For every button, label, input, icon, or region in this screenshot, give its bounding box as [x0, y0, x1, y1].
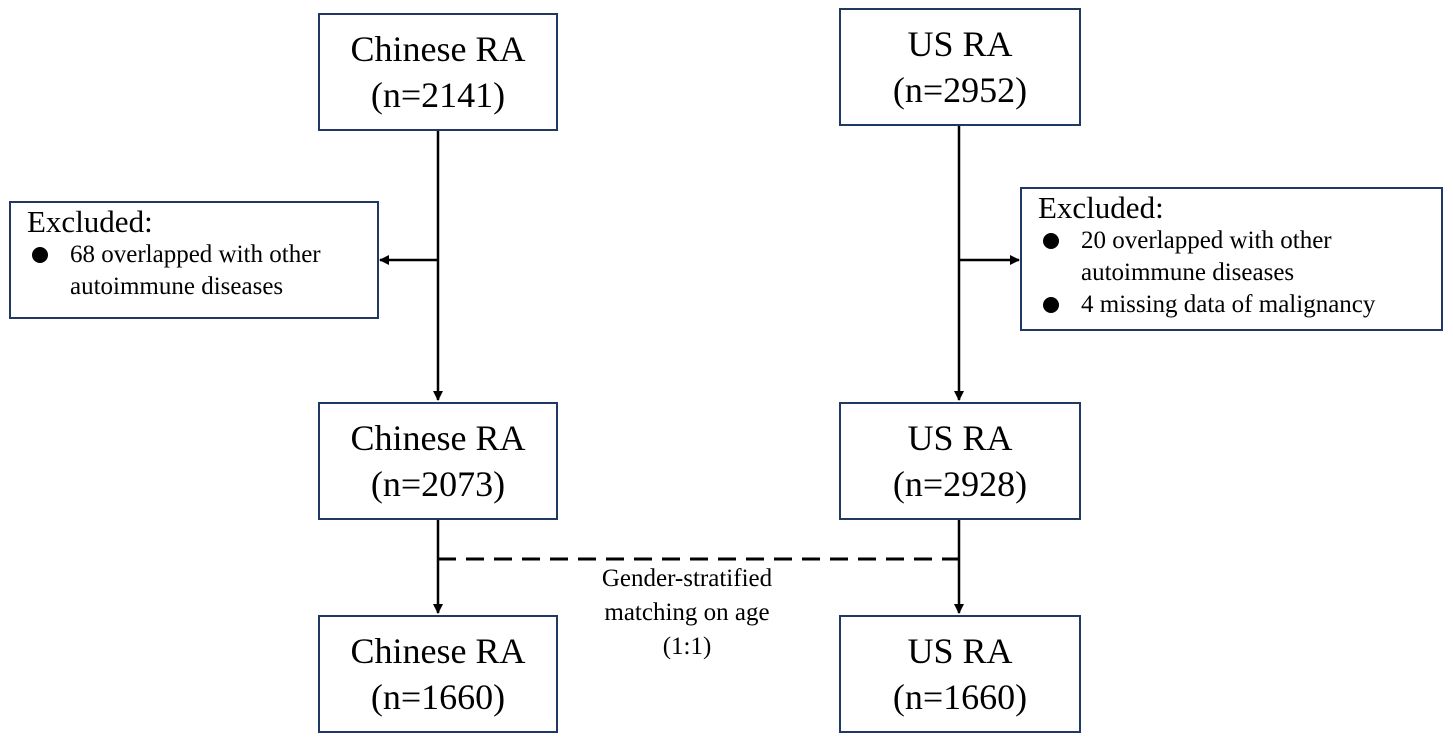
us-after-exclusion-count: (n=2928): [892, 464, 1028, 504]
chinese-matched-label: Chinese RA: [350, 631, 526, 671]
chinese-exclusion-list: 68 overlapped with other autoimmune dise…: [27, 239, 367, 303]
chinese-after-exclusion-count: (n=2073): [370, 464, 506, 504]
chinese-matched-count: (n=1660): [370, 677, 506, 717]
us-matched-count: (n=1660): [892, 677, 1028, 717]
us-exclusion-title: Excluded:: [1038, 190, 1164, 225]
matching-label-line: Gender-stratified: [601, 565, 773, 592]
us-exclusion-list: 20 overlapped with other autoimmune dise…: [1038, 225, 1431, 321]
us-matched-label: US RA: [907, 631, 1013, 671]
exclusion-reason: 4 missing data of malignancy: [1081, 291, 1376, 318]
us-initial-label: US RA: [907, 24, 1013, 64]
chinese-exclusion-title: Excluded:: [27, 204, 153, 239]
chinese-after-exclusion-box: Chinese RA (n=2073): [318, 402, 558, 520]
us-matched-box: US RA (n=1660): [839, 615, 1081, 733]
bullet-icon: [1043, 297, 1059, 313]
chinese-exclusion-box: Excluded: 68 overlapped with other autoi…: [9, 201, 379, 319]
chinese-matched-box: Chinese RA (n=1660): [318, 615, 558, 733]
us-initial-count: (n=2952): [892, 70, 1028, 110]
exclusion-reason: 20 overlapped with other autoimmune dise…: [1081, 227, 1332, 286]
chinese-initial-count: (n=2141): [370, 75, 506, 115]
chinese-initial-box: Chinese RA (n=2141): [318, 13, 558, 131]
list-item: 20 overlapped with other autoimmune dise…: [1038, 225, 1431, 289]
list-item: 68 overlapped with other autoimmune dise…: [27, 239, 367, 303]
matching-label: Gender-stratified matching on age (1:1): [560, 562, 814, 664]
list-item: 4 missing data of malignancy: [1038, 289, 1431, 321]
us-exclusion-box: Excluded: 20 overlapped with other autoi…: [1020, 187, 1443, 331]
us-initial-box: US RA (n=2952): [839, 8, 1081, 126]
matching-label-line: (1:1): [662, 633, 712, 660]
exclusion-reason: 68 overlapped with other autoimmune dise…: [70, 241, 321, 300]
bullet-icon: [32, 247, 48, 263]
chinese-after-exclusion-label: Chinese RA: [350, 418, 526, 458]
bullet-icon: [1043, 233, 1059, 249]
matching-label-line: matching on age: [604, 599, 770, 626]
us-after-exclusion-box: US RA (n=2928): [839, 402, 1081, 520]
chinese-initial-label: Chinese RA: [350, 29, 526, 69]
us-after-exclusion-label: US RA: [907, 418, 1013, 458]
